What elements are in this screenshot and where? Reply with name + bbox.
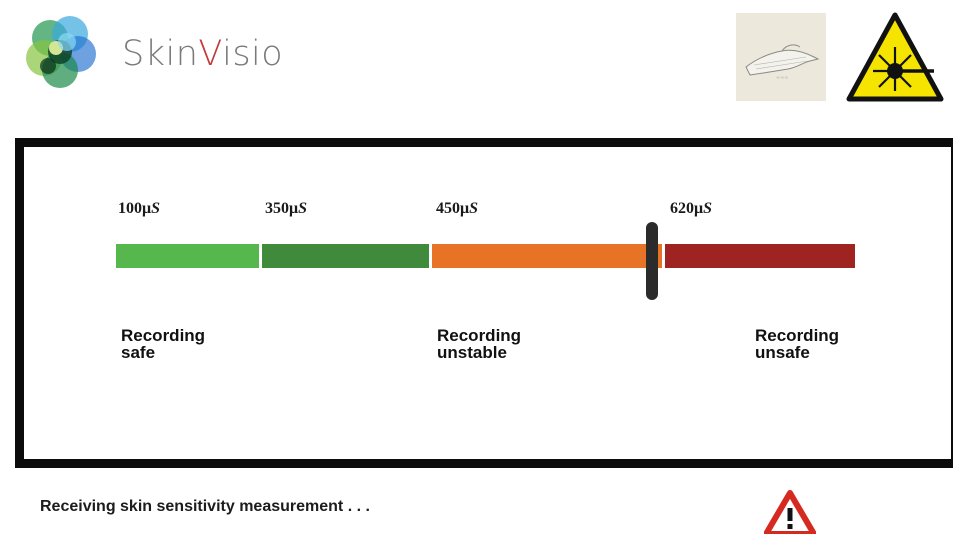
zone-label-unstable: Recording unstable: [437, 327, 521, 361]
zone-line: Recording: [755, 326, 840, 345]
scale-segment-safe-dark: [262, 244, 429, 268]
svg-text:≈≈≈: ≈≈≈: [776, 75, 789, 81]
current-reading-marker: [646, 222, 658, 300]
zone-line: unstable: [437, 343, 507, 362]
threshold-label-1: 100μS: [118, 200, 160, 218]
threshold-label-2: 350μS: [265, 200, 307, 218]
brand-accent: V: [198, 34, 223, 74]
laser-warning-icon: [846, 11, 944, 103]
threshold-unit: S: [703, 200, 712, 217]
threshold-value: 450μ: [436, 200, 470, 217]
threshold-value: 350μ: [265, 200, 299, 217]
sensitivity-scale-panel: [15, 138, 953, 468]
scale-segment-unstable: [432, 244, 662, 268]
zone-line: unsafe: [755, 343, 810, 362]
threshold-label-3: 450μS: [436, 200, 478, 218]
threshold-value: 100μ: [118, 200, 152, 217]
hand-scan-icon: ≈≈≈: [736, 13, 826, 101]
skinvisio-logo-icon: [20, 12, 102, 94]
brand-suffix: isio: [222, 34, 284, 74]
zone-line: Recording: [437, 326, 522, 345]
status-message: Receiving skin sensitivity measurement .…: [40, 498, 370, 515]
brand-prefix: Skin: [122, 34, 199, 74]
warning-triangle-icon: [763, 490, 817, 537]
threshold-unit: S: [298, 200, 307, 217]
zone-line: safe: [121, 343, 156, 362]
threshold-unit: S: [469, 200, 478, 217]
threshold-label-4: 620μS: [670, 200, 712, 218]
app-brand-name: SkinVisio: [122, 34, 283, 74]
threshold-unit: S: [151, 200, 160, 217]
scale-segment-safe-light: [116, 244, 259, 268]
zone-label-unsafe: Recording unsafe: [755, 327, 839, 361]
zone-line: Recording: [121, 326, 206, 345]
zone-label-safe: Recording safe: [121, 327, 205, 361]
scale-segment-unsafe: [665, 244, 855, 268]
threshold-value: 620μ: [670, 200, 704, 217]
